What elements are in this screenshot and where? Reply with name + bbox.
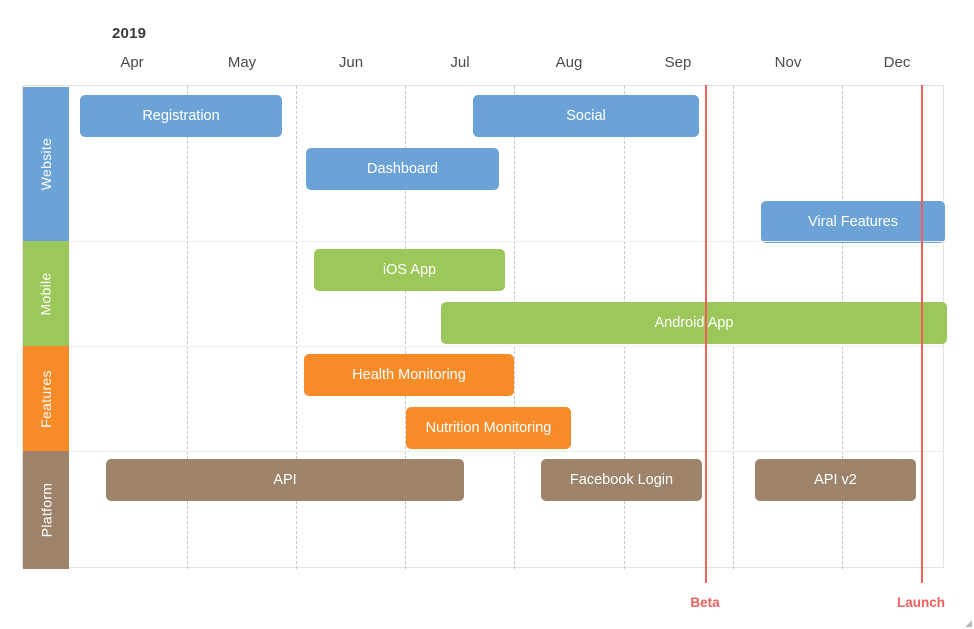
row-separator-2: [23, 346, 945, 347]
task-bar-label: Social: [566, 108, 606, 124]
task-bar-label: Dashboard: [367, 161, 438, 177]
month-label-jun: Jun: [338, 54, 364, 71]
gridline-vertical-1: [296, 86, 297, 569]
task-bar-label: Viral Features: [808, 214, 898, 230]
task-bar-ios-app[interactable]: iOS App: [314, 249, 505, 291]
task-bar-dashboard[interactable]: Dashboard: [306, 148, 499, 190]
category-label-features: Features: [38, 369, 54, 428]
milestone-line-beta: [705, 85, 707, 583]
month-label-jul: Jul: [450, 54, 470, 71]
task-bar-health-monitoring[interactable]: Health Monitoring: [304, 354, 514, 396]
task-bar-api[interactable]: API: [106, 459, 464, 501]
corner-artifact: ◢: [965, 618, 972, 628]
row-separator-1: [23, 241, 945, 242]
milestone-label-launch[interactable]: Launch: [896, 595, 946, 610]
category-block-website[interactable]: Website: [23, 87, 69, 241]
month-label-aug: Aug: [555, 54, 583, 71]
year-label: 2019: [112, 25, 147, 42]
month-label-sep: Sep: [664, 54, 692, 71]
task-bar-viral-features[interactable]: Viral Features: [761, 201, 945, 243]
task-bar-label: API v2: [814, 472, 857, 488]
category-block-features[interactable]: Features: [23, 346, 69, 451]
task-bar-api-v2[interactable]: API v2: [755, 459, 916, 501]
month-label-may: May: [227, 54, 257, 71]
task-bar-android-app[interactable]: Android App: [441, 302, 947, 344]
category-label-platform: Platform: [38, 482, 54, 538]
month-label-nov: Nov: [774, 54, 802, 71]
task-bar-facebook-login[interactable]: Facebook Login: [541, 459, 702, 501]
task-bar-label: Android App: [654, 315, 734, 331]
task-bar-label: Facebook Login: [569, 472, 674, 488]
task-bar-label: Registration: [142, 108, 220, 124]
task-bar-label: Nutrition Monitoring: [425, 420, 552, 436]
task-bar-label: iOS App: [382, 262, 437, 278]
month-label-dec: Dec: [883, 54, 911, 71]
category-block-platform[interactable]: Platform: [23, 451, 69, 569]
gridline-vertical-2: [405, 86, 406, 569]
row-separator-3: [23, 451, 945, 452]
task-bar-social[interactable]: Social: [473, 95, 699, 137]
task-bar-label: API: [273, 472, 297, 488]
gridline-vertical-0: [187, 86, 188, 569]
month-axis: Apr May Jun Jul Aug Sep Nov Dec: [0, 54, 974, 78]
milestone-line-launch: [921, 85, 923, 583]
milestone-label-beta[interactable]: Beta: [690, 595, 720, 610]
category-block-mobile[interactable]: Mobile: [23, 241, 69, 346]
month-label-apr: Apr: [120, 54, 144, 71]
category-label-mobile: Mobile: [37, 271, 54, 316]
task-bar-label: Health Monitoring: [352, 367, 466, 383]
category-label-website: Website: [38, 137, 55, 191]
task-bar-registration[interactable]: Registration: [80, 95, 282, 137]
task-bar-nutrition-monitoring[interactable]: Nutrition Monitoring: [406, 407, 571, 449]
